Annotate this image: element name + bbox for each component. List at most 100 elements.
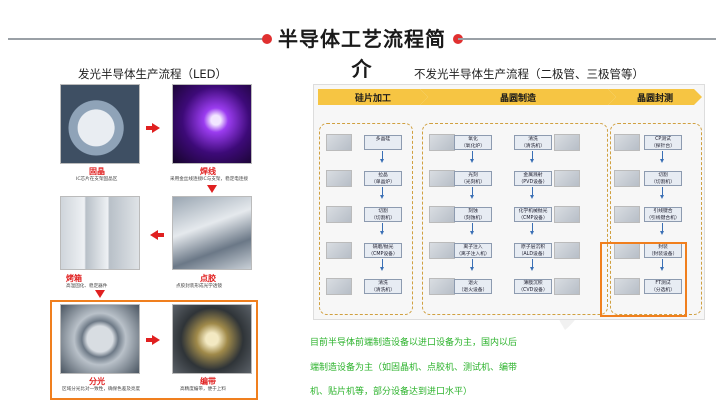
flow-connector [382,259,383,267]
process-step-equipment: （引线键合机） [646,215,680,221]
flow-arrow-down-icon [530,159,534,163]
process-step-name: 切割 [378,209,388,214]
process-step-equipment: （切割机） [651,179,675,185]
equipment-photo [326,170,352,187]
process-step-name: 薄膜沉积 [523,281,543,286]
process-step-box: 退火（退火设备） [454,279,492,294]
packaging-highlight-frame [600,242,687,317]
flow-connector [662,223,663,231]
process-step-name: 清洗 [378,281,388,286]
led-step-label: 点胶 [200,274,216,283]
flow-connector [382,151,383,159]
process-step-box: 清洗（清洗机） [514,135,552,150]
flow-arrow-down-icon [380,231,384,235]
process-step-equipment: （退火设备） [458,287,488,293]
equipment-photo [614,170,640,187]
process-step-name: 引线键合 [653,209,673,214]
flow-connector [472,223,473,231]
process-step-box: 拉晶（单晶炉） [364,171,402,186]
flow-arrow-down-icon [530,195,534,199]
flow-arrow-down-icon [470,195,474,199]
process-step-name: 封装 [658,245,668,250]
led-step-desc: 点胶封装形成光学透镜 [176,284,222,289]
process-step-equipment: （切割机） [371,215,395,221]
flow-connector [662,151,663,159]
led-step-label: 烤箱 [66,274,82,283]
process-step-box: 引线键合（引线键合机） [644,207,682,222]
arrow-right-icon [146,335,160,345]
process-step-box: 氧化（氧化炉） [454,135,492,150]
process-step-box: 研磨/抛光（CMP设备） [364,243,402,258]
led-photo-sorting [60,304,140,374]
process-step-box: 原子层沉积（ALD设备） [514,243,552,258]
process-step-name: 金属溅射 [523,173,543,178]
equipment-photo [614,278,640,295]
process-step-name: 原子层沉积 [521,245,545,250]
flow-connector [472,187,473,195]
led-step-label: 分光 [89,377,105,386]
process-step-equipment: （PVD设备） [518,179,548,185]
led-step-label: 焊线 [200,167,216,176]
process-step-equipment: （光刻机） [461,179,485,185]
led-heading: 发光半导体生产流程（LED） [78,67,228,81]
flow-arrow-down-icon [380,195,384,199]
led-photo-wire-bond [172,84,252,164]
arrow-down-icon [95,290,105,298]
title-line-left [8,38,266,40]
group-box-packaging-test [610,123,702,315]
equipment-photo [554,278,580,295]
led-step-desc: 高精度编带，便于上料 [180,387,226,392]
led-highlight-frame [50,300,258,400]
process-step-equipment: （分选机） [651,287,675,293]
process-step-box: 薄膜沉积（CVD设备） [514,279,552,294]
led-step-label: 固晶 [89,167,105,176]
flow-connector [472,151,473,159]
flow-connector [472,259,473,267]
process-step-name: CP测试 [655,137,671,142]
flow-connector [382,187,383,195]
equipment-photo [429,170,455,187]
equipment-photo [429,134,455,151]
led-step-label: 编带 [200,377,216,386]
equipment-photo [326,206,352,223]
phase-banner-wafer-fab: 晶圆制造 [420,89,616,105]
process-step-box: 金属溅射（PVD设备） [514,171,552,186]
process-step-equipment: （清洗机） [521,143,545,149]
process-step-name: 刻蚀 [468,209,478,214]
process-step-equipment: （清洗机） [371,287,395,293]
flow-connector [662,187,663,195]
process-step-box: 离子注入（离子注入机） [454,243,492,258]
group-box-wafer-fab [422,123,608,315]
flow-arrow-down-icon [530,267,534,271]
equipment-photo [429,206,455,223]
phase-banner-packaging-test: 晶圆封测 [608,89,702,105]
note-line-1: 目前半导体前端制造设备以进口设备为主，国内以后 [310,338,518,348]
title-dot-left-icon [262,34,272,44]
led-step-desc: IC芯片在支架固晶区 [76,177,118,182]
process-step-box: CP测试（探针台） [644,135,682,150]
equipment-photo [554,134,580,151]
note-line-2: 端制造设备为主（如固晶机、点胶机、测试机、编带 [310,363,518,373]
equipment-photo [614,206,640,223]
process-step-box: 切割（切割机） [364,207,402,222]
process-step-name: 清洗 [528,137,538,142]
flow-connector [532,259,533,267]
equipment-photo [326,134,352,151]
phase-banner-wafer-processing: 硅片加工 [318,89,428,105]
process-step-box: 化学机械抛光（CMP设备） [514,207,552,222]
process-step-name: FT测试 [655,281,671,286]
equipment-photo [554,242,580,259]
process-step-equipment: （CVD设备） [518,287,548,293]
arrow-left-icon [150,230,164,240]
led-step-desc: 高温固化、稳定器件 [66,284,108,289]
flow-arrow-down-icon [470,231,474,235]
flow-arrow-down-icon [380,159,384,163]
process-step-equipment: （氧化炉） [461,143,485,149]
process-step-name: 拉晶 [378,173,388,178]
arrow-right-icon [146,123,160,133]
process-step-name: 氧化 [468,137,478,142]
group-box-wafer-processing [319,123,413,315]
process-step-equipment: （封装设备） [648,251,678,257]
led-step-desc: 区域分光比对一致性，确保色差及亮度 [62,387,141,392]
